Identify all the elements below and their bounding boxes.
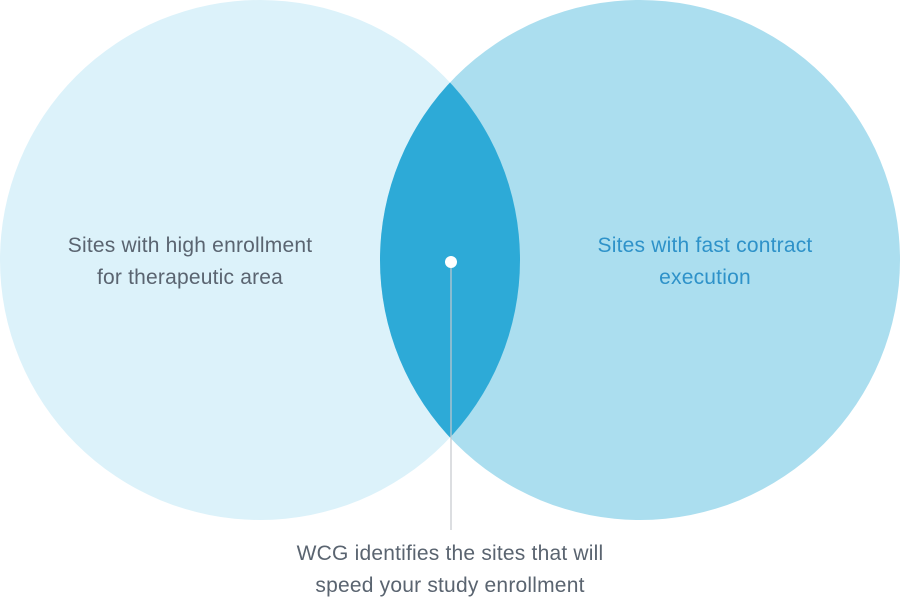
- left-circle-label: Sites with high enrollment for therapeut…: [20, 230, 360, 294]
- right-circle: [380, 0, 900, 520]
- callout-line-1: WCG identifies the sites that will: [296, 542, 604, 565]
- intersection-callout-label: WCG identifies the sites that will speed…: [225, 538, 675, 600]
- callout-line-2: speed your study enrollment: [315, 574, 585, 597]
- left-label-line-1: Sites with high enrollment: [67, 234, 313, 257]
- right-label-line-1: Sites with fast contract: [597, 234, 813, 257]
- right-circle-label: Sites with fast contract execution: [535, 230, 875, 294]
- right-label-line-2: execution: [659, 266, 751, 289]
- left-label-line-2: for therapeutic area: [96, 266, 284, 289]
- left-circle: [0, 0, 520, 520]
- intersection-marker-dot: [445, 256, 457, 268]
